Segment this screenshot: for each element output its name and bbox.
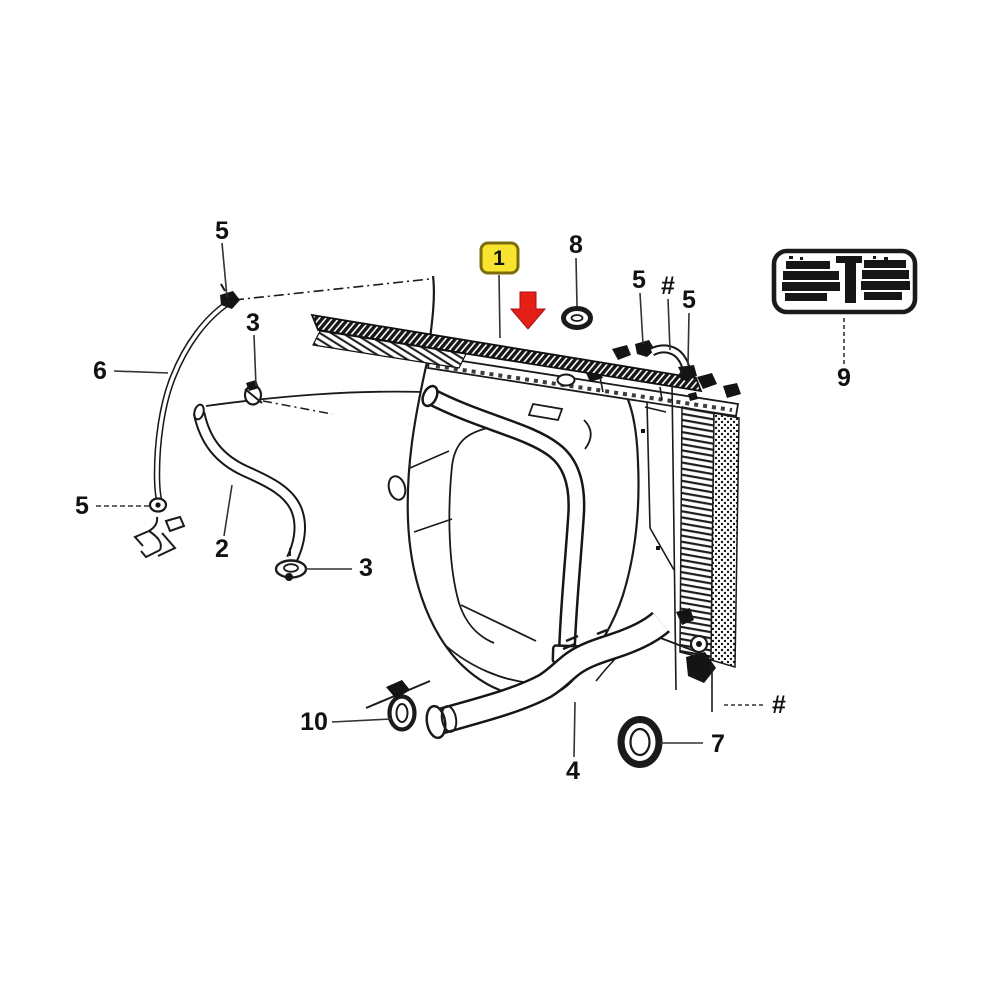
callout-9: 9	[837, 364, 851, 392]
callout-8: 8	[569, 231, 583, 259]
callout-5-left: 5	[75, 492, 89, 520]
hose-bracket	[133, 515, 186, 559]
shroud-tab	[387, 475, 407, 501]
sight-shield-part1	[310, 313, 703, 393]
highlight-arrow-icon	[509, 291, 547, 330]
hose-clamp-part10	[365, 680, 431, 732]
callout-5-top-mid: 5	[632, 266, 646, 294]
hose-clamp-lower	[274, 548, 308, 581]
callout-4: 4	[566, 757, 580, 785]
seal-ring-part7	[617, 716, 663, 768]
callout-2: 2	[215, 535, 229, 563]
callout-hash-top: #	[661, 272, 675, 300]
grommet-part8	[561, 306, 593, 330]
clip-top-left	[220, 291, 240, 309]
leader-lines	[96, 242, 845, 758]
highlight-group: 1	[479, 241, 547, 330]
radiator-side-tank	[710, 412, 740, 668]
callout-6: 6	[93, 357, 107, 385]
clip-5-left	[635, 340, 655, 357]
callout-3-upper: 3	[246, 309, 260, 337]
vent-hose-part6	[133, 283, 240, 559]
hose-clamp-upper	[243, 380, 263, 406]
callout-5-top-right: 5	[682, 286, 696, 314]
top-right-clips	[612, 340, 697, 381]
alignment-dash-lines	[233, 278, 431, 415]
part-1-badge	[479, 241, 520, 275]
callout-5-top-left: 5	[215, 217, 229, 245]
clip-bottom-left	[148, 497, 168, 513]
callout-hash-bottom: #	[772, 691, 786, 719]
part-1-badge-label: 1	[493, 247, 505, 270]
radiator-frame	[641, 381, 677, 691]
callout-7: 7	[711, 730, 725, 758]
grille-fins	[312, 330, 467, 369]
callout-labels: 5 3 6 5 2 3 10 4 7 # 8 5 # 5 9	[75, 217, 851, 785]
clip-5-right	[678, 365, 697, 381]
lower-hose-part4	[425, 611, 670, 740]
hose-part2	[192, 380, 425, 581]
callout-10: 10	[300, 708, 328, 736]
drain-cock	[595, 608, 716, 712]
radiator-core	[595, 373, 741, 712]
callout-3-lower: 3	[359, 554, 373, 582]
caution-label-part9	[771, 248, 918, 315]
